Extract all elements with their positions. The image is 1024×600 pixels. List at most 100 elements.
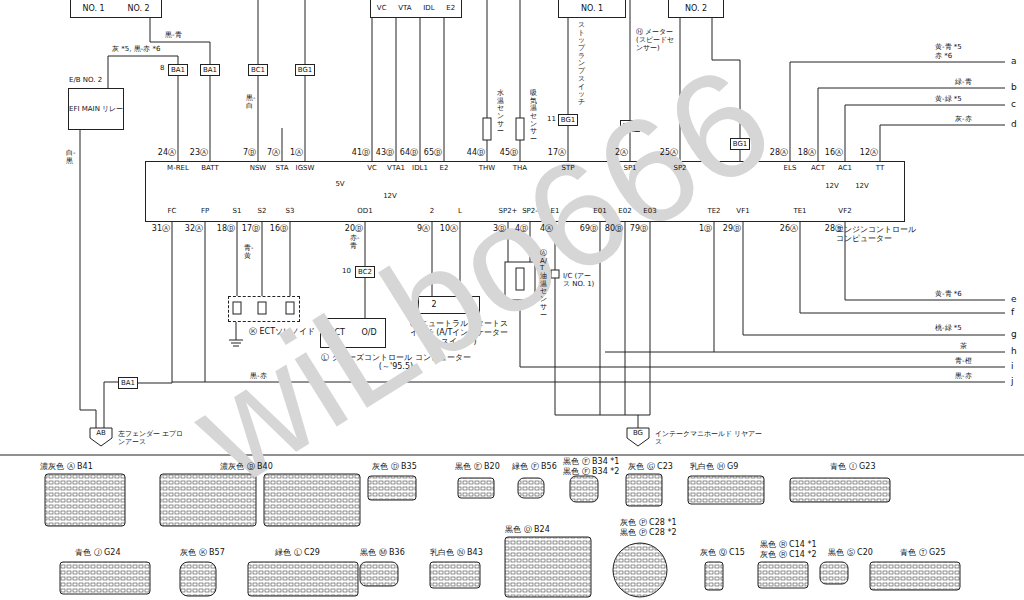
node-text: BC1: [251, 66, 265, 74]
switch-box: 2LⒸ ニュートラルスタートスイッチ (A/Tインジケータースイッチ): [418, 296, 480, 314]
wire-connector-box: BA1: [168, 64, 188, 76]
part-name: I/C (アース NO. 1): [563, 272, 596, 288]
pin-number: 17Ⓐ: [548, 148, 566, 157]
connector-caption: 青色 Ⓘ G23: [830, 462, 875, 471]
pin-number: 43Ⓑ: [376, 148, 394, 157]
connector-caption: 緑色 Ⓛ C29: [275, 548, 320, 557]
pin-name: E01: [593, 207, 606, 215]
pin-name: S3: [286, 207, 295, 215]
node-text: VTA: [398, 4, 411, 12]
node-text: BG1: [733, 140, 748, 148]
pin-name: THW: [479, 164, 495, 172]
connector-shape: [264, 474, 360, 526]
pin-name: OD1: [357, 207, 372, 215]
wire-connector: [712, 18, 740, 138]
node-text: BG: [633, 429, 643, 437]
pin-name: M-REL: [167, 164, 189, 172]
pin-name: NSW: [250, 164, 267, 172]
node-text: BA1: [121, 379, 135, 387]
connector-shape: [45, 474, 125, 526]
wire-connector: [568, 18, 569, 114]
pin-name: TT: [876, 164, 884, 172]
pin-name: 12V: [383, 192, 397, 200]
wire-connector: [80, 130, 96, 428]
node-text: BC2: [358, 268, 372, 276]
node-text: O/D: [362, 328, 377, 337]
node-text: NO. 1: [82, 4, 104, 13]
connector-caption: 黒色 Ⓡ C14 *1: [760, 540, 816, 549]
connector-caption: 灰色 Ⓓ B35: [372, 462, 417, 471]
wire-color: 黒-赤: [250, 372, 267, 380]
pin-number: 26Ⓐ: [780, 224, 798, 233]
pin-name: VTA1: [387, 164, 405, 172]
wire-connector: [568, 126, 569, 161]
wire-connector: [630, 132, 631, 161]
wire-color: 赤-青: [350, 235, 357, 250]
wire-connector: [178, 76, 179, 161]
connector-shape: [160, 474, 256, 526]
connector-shape: [505, 537, 591, 597]
connector-shape: [626, 474, 662, 506]
node-text: E/B NO. 2: [69, 76, 102, 84]
resistor-symbol: [516, 268, 524, 290]
junction-box: NO. 1 NO. 2: [70, 0, 162, 18]
connector-shape: [758, 562, 808, 588]
wire-connector-box: BG1: [558, 114, 579, 126]
connector-shape: [870, 562, 960, 590]
pin-name: S1: [233, 207, 242, 215]
connector-caption: 灰色 Ⓖ C23: [628, 462, 673, 471]
pin-number: 2Ⓐ: [615, 148, 628, 157]
pin-number: 9Ⓐ: [417, 224, 430, 233]
pin-name: TE2: [707, 207, 720, 215]
pin-number: 3Ⓑ: [493, 224, 506, 233]
pin-name: STA: [276, 164, 289, 172]
connector-caption: 黒色 Ⓞ B24: [505, 525, 550, 534]
connector-caption: 灰色 Ⓡ C14 *2: [760, 550, 816, 559]
connector-pin-number: 11: [547, 115, 556, 123]
connector-caption: 黒色 Ⓟ C28 *2: [620, 528, 676, 537]
connector-caption: 灰色 Ⓠ C15: [700, 548, 745, 557]
wire-connector-box: BA1: [200, 64, 220, 76]
connector-caption: 濃灰色 Ⓐ B41: [40, 462, 93, 471]
wire-connector-box: BC1: [248, 64, 268, 76]
pin-number: 20Ⓑ: [345, 224, 363, 233]
wire-color: 赤 *6: [935, 52, 952, 60]
connector-shape: [360, 562, 398, 586]
connector-caption: 乳白色 Ⓝ B43: [430, 548, 483, 557]
node-text: BG1: [623, 122, 638, 130]
connector-shape: [688, 476, 764, 504]
pin-name: SP2+: [499, 207, 518, 215]
connector-shape: [705, 562, 723, 590]
connector-shape: [570, 476, 598, 502]
node-text: NO. 2: [127, 4, 149, 13]
junction-box: NO. 2: [668, 0, 724, 18]
pin-name: 12V: [855, 182, 869, 190]
wire-connector: [365, 222, 366, 266]
pin-number: 16Ⓐ: [825, 148, 843, 157]
pin-number: 18Ⓑ: [217, 224, 235, 233]
pin-name: SP1: [623, 164, 636, 172]
connector-caption: 青色 Ⓣ G25: [900, 548, 945, 557]
wire-connector: [138, 222, 172, 383]
pin-number: 18Ⓐ: [798, 148, 816, 157]
node-text: 左フェンダー エプロンアース: [118, 430, 188, 446]
connector-pin-number: 10: [342, 267, 351, 275]
ground-outline: [627, 428, 649, 446]
connector-pin-number: 8: [160, 64, 164, 72]
wire-letter: g: [1011, 329, 1017, 339]
node-text: BG1: [298, 66, 313, 74]
pin-name: E1: [551, 207, 560, 215]
node-text: Ⓛ クルーズコントロール コンピューター (～'95.5): [311, 353, 481, 371]
connector-shape: [248, 562, 358, 596]
connector-shape: [180, 562, 216, 596]
pin-name: VF1: [736, 207, 749, 215]
pin-name: E02: [618, 207, 631, 215]
connector-shape: [790, 478, 890, 502]
wire-color: 青-橙: [955, 357, 972, 365]
connector-caption: 黒色 Ⓕ B34 *1: [563, 457, 619, 466]
pin-name: SP2-: [522, 207, 538, 215]
connector-shape: [613, 543, 667, 597]
pin-name: ACT: [811, 164, 825, 172]
relay-box: E/B NO. 2EFI MAIN リレー: [68, 88, 124, 130]
